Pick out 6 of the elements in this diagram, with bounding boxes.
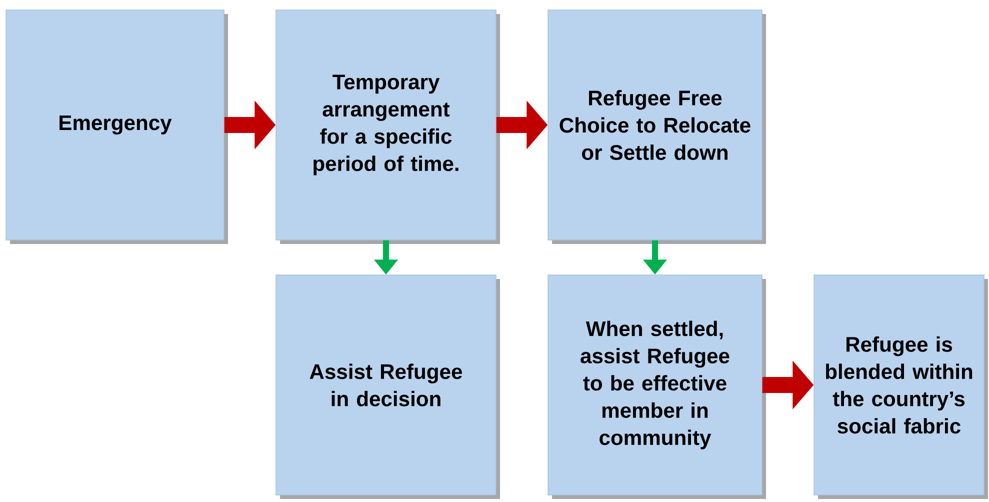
- process-box: Refugee Free Choice to Relocate or Settle down: [548, 10, 766, 244]
- process-box: Temporary arrangement for a specific period of time.: [276, 10, 500, 244]
- process-box: Refugee is blended within the country’s social fabric: [814, 274, 988, 499]
- process-box: Assist Refugee in decision: [276, 274, 500, 499]
- process-box: When settled, assist Refugee to be effective member in community: [548, 274, 766, 499]
- process-box: Emergency: [6, 10, 228, 244]
